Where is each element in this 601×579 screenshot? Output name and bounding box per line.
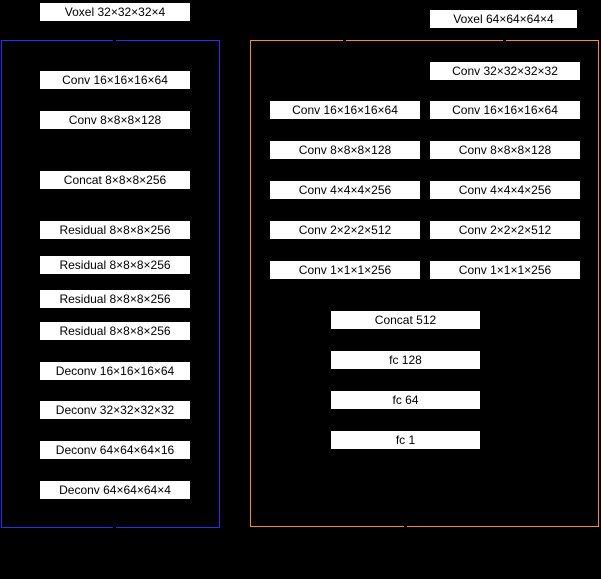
discriminator-right-layer-box: Conv 32×32×32×32 bbox=[430, 62, 580, 80]
generator-layer-box: Residual 8×8×8×256 bbox=[40, 322, 190, 340]
discriminator-right-layer-box: Conv 8×8×8×128 bbox=[430, 141, 580, 159]
discriminator-right-layer-box: Conv 4×4×4×256 bbox=[430, 181, 580, 199]
discriminator-input-box: Voxel 64×64×64×4 bbox=[430, 10, 577, 28]
generator-layer-box: Deconv 64×64×64×4 bbox=[40, 481, 190, 499]
discriminator-left-layer-box: Conv 4×4×4×256 bbox=[270, 181, 420, 199]
discriminator-left-layer-box: Conv 16×16×16×64 bbox=[270, 101, 420, 119]
generator-layer-box: Deconv 16×16×16×64 bbox=[40, 362, 190, 380]
generator-panel bbox=[1, 40, 220, 528]
discriminator-panel bbox=[250, 40, 599, 527]
generator-layer-box: Conv 16×16×16×64 bbox=[40, 71, 190, 89]
connector-tick bbox=[113, 37, 116, 44]
connector-tick bbox=[113, 524, 116, 531]
discriminator-left-layer-box: Conv 8×8×8×128 bbox=[270, 141, 420, 159]
discriminator-merge-layer-box: Concat 512 bbox=[331, 311, 480, 329]
generator-layer-box: Residual 8×8×8×256 bbox=[40, 221, 190, 239]
discriminator-left-layer-box: Conv 2×2×2×512 bbox=[270, 221, 420, 239]
discriminator-right-layer-box: Conv 2×2×2×512 bbox=[430, 221, 580, 239]
discriminator-merge-layer-box: fc 1 bbox=[331, 431, 480, 449]
connector-tick bbox=[503, 37, 506, 44]
discriminator-right-layer-box: Conv 1×1×1×256 bbox=[430, 261, 580, 279]
discriminator-right-layer-box: Conv 16×16×16×64 bbox=[430, 101, 580, 119]
generator-layer-box: Conv 8×8×8×128 bbox=[40, 111, 190, 129]
generator-layer-box: Residual 8×8×8×256 bbox=[40, 256, 190, 274]
generator-layer-box: Residual 8×8×8×256 bbox=[40, 290, 190, 308]
connector-tick bbox=[343, 37, 346, 44]
discriminator-left-layer-box: Conv 1×1×1×256 bbox=[270, 261, 420, 279]
discriminator-merge-layer-box: fc 128 bbox=[331, 351, 480, 369]
connector-tick bbox=[404, 523, 407, 530]
generator-layer-box: Deconv 32×32×32×32 bbox=[40, 401, 190, 419]
generator-layer-box: Concat 8×8×8×256 bbox=[40, 171, 190, 189]
generator-input-box: Voxel 32×32×32×4 bbox=[40, 3, 190, 21]
discriminator-merge-layer-box: fc 64 bbox=[331, 391, 480, 409]
generator-layer-box: Deconv 64×64×64×16 bbox=[40, 441, 190, 459]
